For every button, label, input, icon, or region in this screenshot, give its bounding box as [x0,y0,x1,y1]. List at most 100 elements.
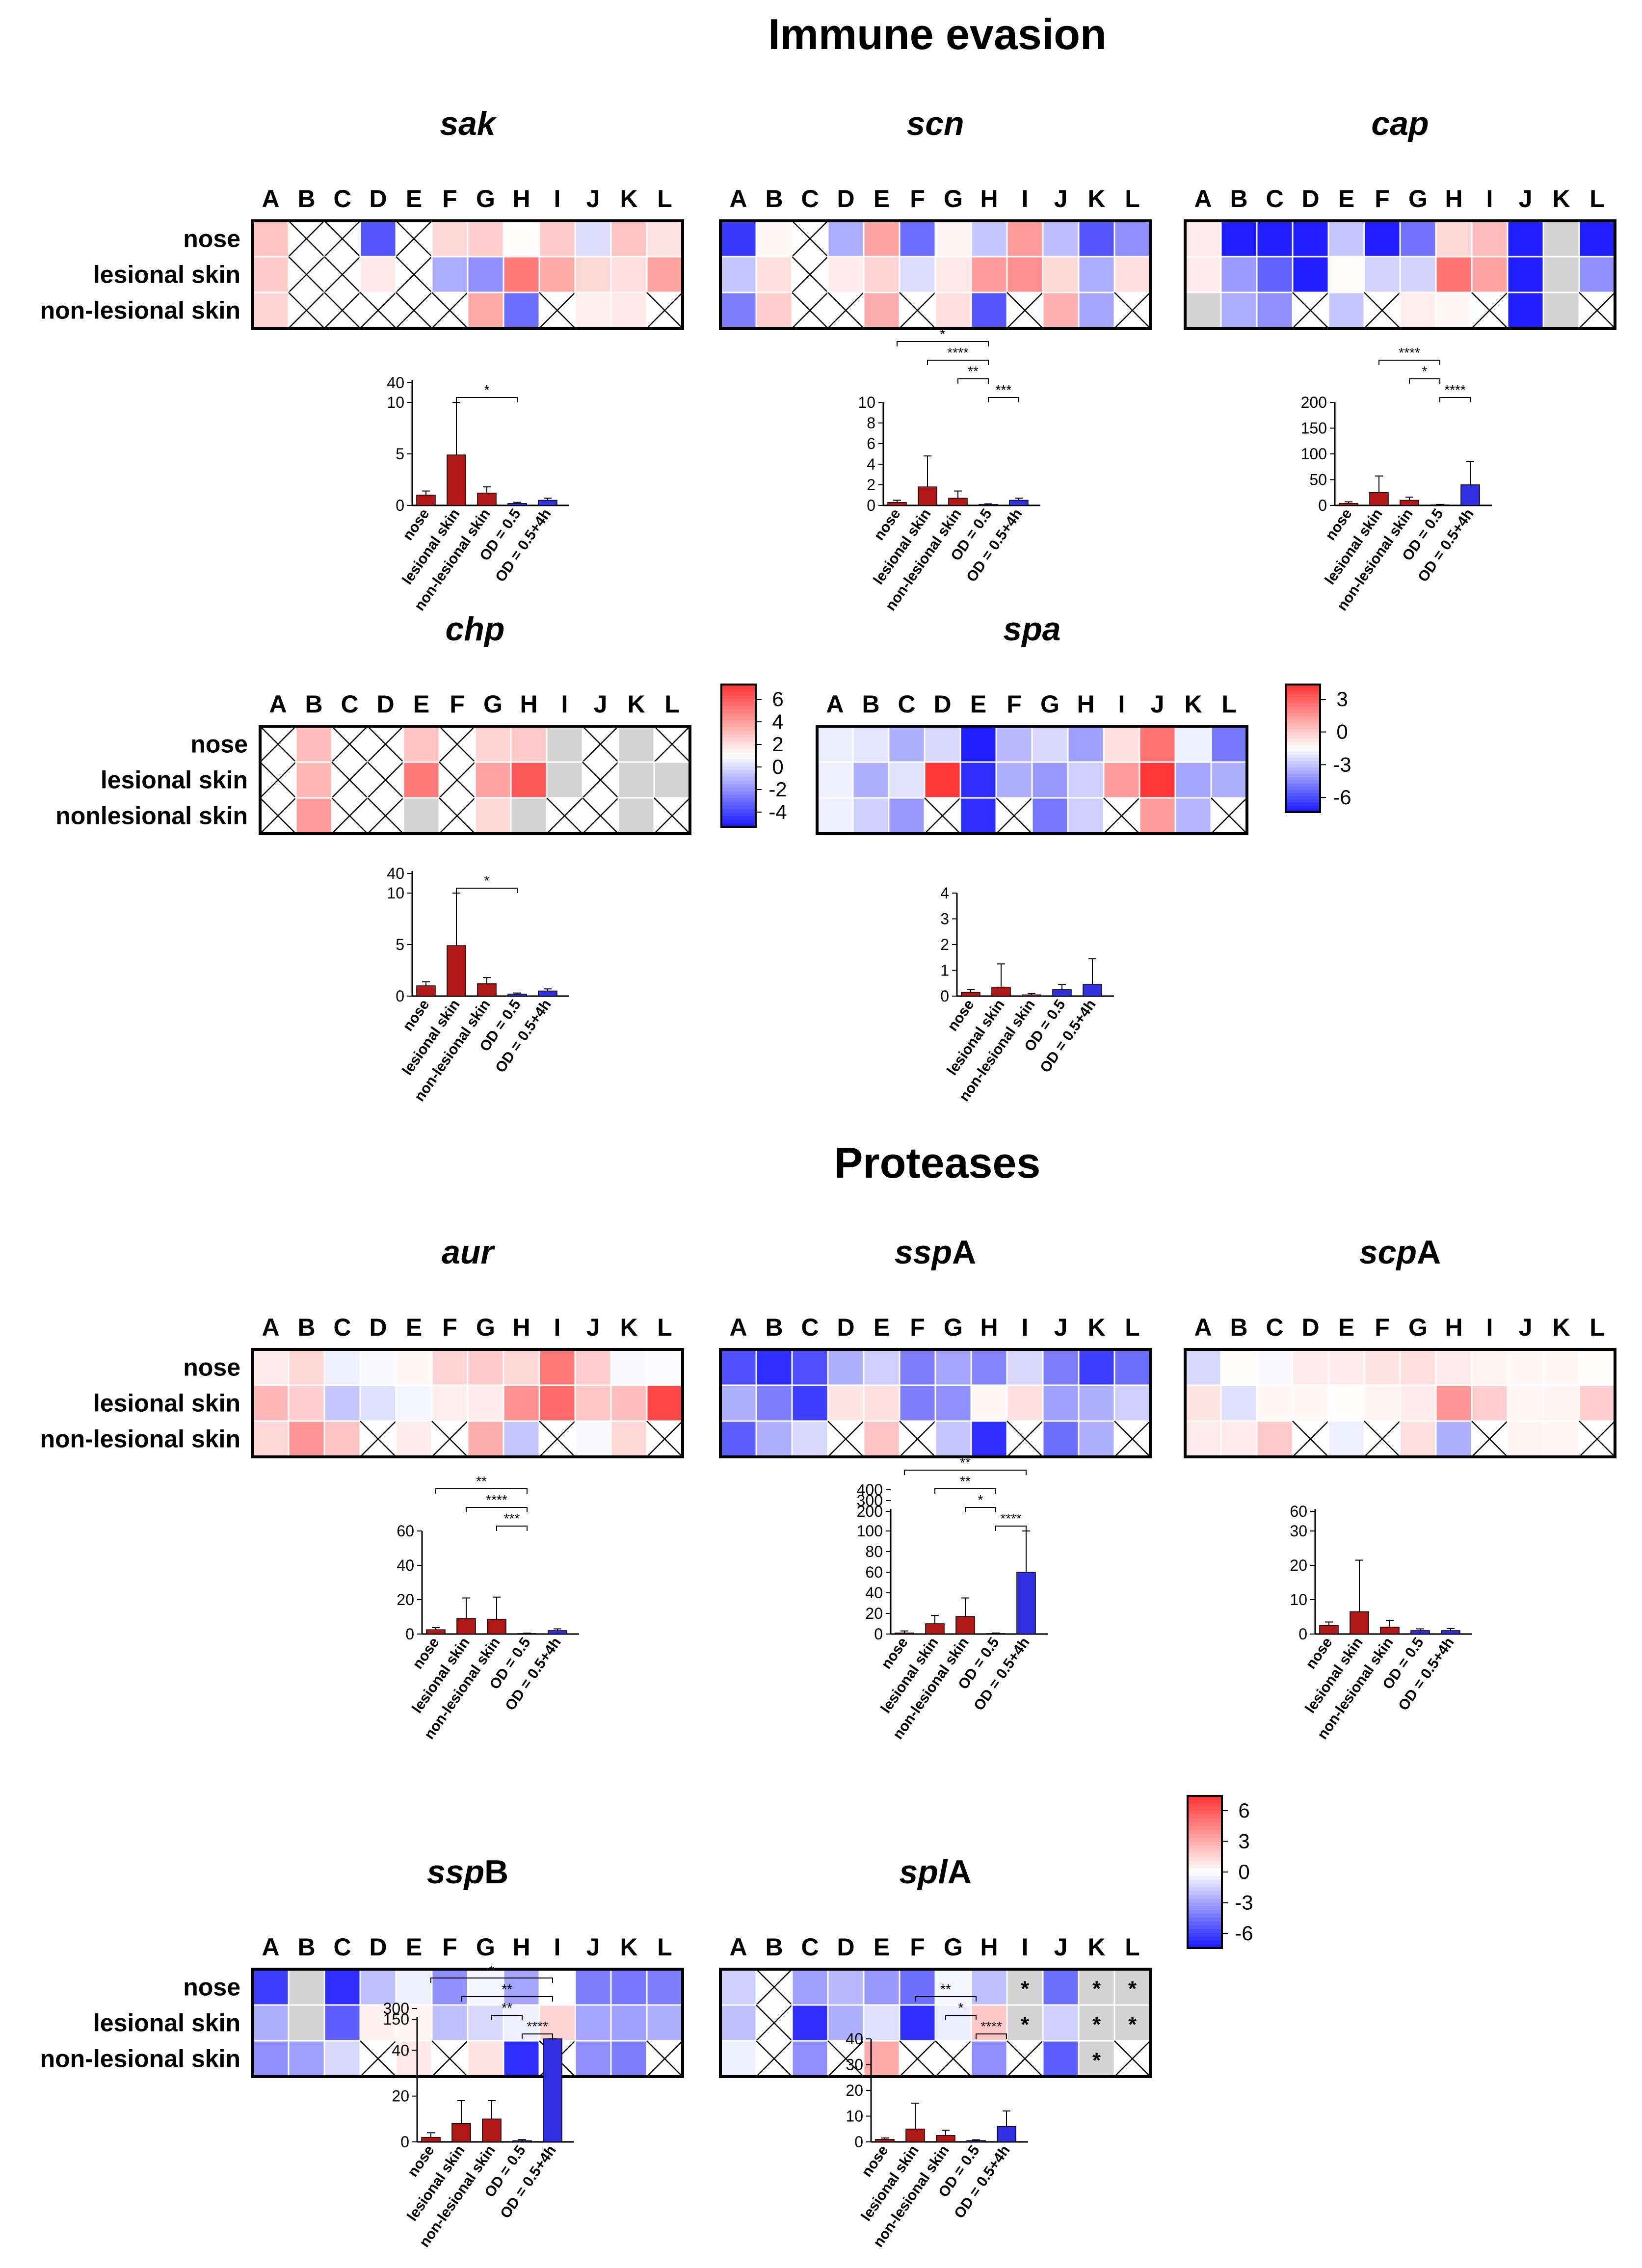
section-title-immune-evasion: Immune evasion [768,10,1107,58]
colorbar-step [721,759,756,764]
heatmap-title-splA: splA [899,1853,971,1891]
heatmap-cell [970,1348,1008,1386]
cell-mark: * [1021,2013,1030,2037]
heatmap-cell [1471,1384,1509,1422]
significance-bracket [945,2015,977,2020]
missing-cell-cross [1471,1421,1508,1457]
y-tick-label: 0 [940,987,949,1005]
heatmap-cell [431,1348,469,1386]
heatmap-cell [755,291,793,329]
heatmap-cell [467,256,504,293]
heatmap-cell [1210,761,1248,799]
heatmap-cell [538,1384,576,1422]
heatmap-cell [863,291,900,329]
column-label: D [837,1314,854,1341]
gene-italic: scp [1359,1234,1417,1271]
column-label: K [620,1933,637,1961]
significance-label: * [958,2000,964,2015]
y-tick-label: 5 [396,445,404,463]
missing-cell-cross [1364,1421,1401,1457]
heatmap-cell [1174,797,1212,835]
colorbar-step [1188,1845,1222,1850]
heatmap-cell [574,1968,612,2006]
colorbar-step [721,685,756,689]
bar [966,2140,986,2142]
heatmap-cell [1292,220,1329,258]
heatmap-cell [295,797,333,835]
colorbar-step [1286,700,1320,704]
significance-label: ** [502,1981,512,1997]
colorbar-step [1286,770,1320,774]
missing-cell-cross [1292,1421,1329,1457]
heatmap-cell [1507,1420,1544,1458]
gene-italic: aur [442,1234,495,1271]
heatmap-cell [816,761,854,799]
heatmap-cell [827,1348,865,1386]
column-label: H [1445,185,1462,212]
gene-italic: chp [446,610,505,648]
column-label: A [262,1933,279,1961]
heatmap-cell [1435,1420,1473,1458]
bar [925,1623,945,1635]
column-label: I [554,1314,561,1341]
y-tick-label: 2 [867,476,875,494]
column-label: G [476,1933,495,1961]
y-tick-label: 40 [846,2030,863,2048]
heatmap-cell [1507,220,1544,258]
colorbar-step [721,788,756,792]
colorbar-step [1286,758,1320,762]
colorbar-step [721,813,756,817]
y-tick-label: 0 [396,497,404,514]
heatmap-cell [288,2040,325,2078]
heatmap-cell [899,1968,936,2006]
bar [1369,492,1389,506]
colorbar-step [721,688,756,692]
missing-cell-cross [1579,1421,1616,1457]
heatmap-cell [323,1968,361,2006]
heatmap-cell [252,2004,290,2042]
heatmap-cell [934,1968,972,2006]
significance-bracket [995,1526,1027,1531]
colorbar-step [1286,687,1320,691]
heatmap-cell [1507,1348,1544,1386]
heatmap-cell [1113,1348,1151,1386]
heatmap-cell [395,1420,433,1458]
colorbar-step [721,819,756,824]
colorbar-step [1188,1879,1222,1884]
colorbar-step [721,780,756,785]
heatmap-cell [617,761,655,799]
colorbar-step [721,702,756,707]
heatmap-border [816,725,1248,835]
bar [887,501,907,506]
heatmap-cell [510,761,548,799]
heatmap-border [1184,219,1616,330]
bar [961,992,980,997]
colorbar-step [1188,1940,1222,1945]
heatmap-cell [1006,256,1044,293]
bar [548,1630,567,1635]
colorbar-step [1188,1918,1222,1922]
column-label: K [1552,185,1570,212]
missing-cell-cross [331,726,368,763]
heatmap-cell [791,2004,829,2042]
heatmap-cell [252,256,290,293]
gene-suffix: A [1417,1234,1441,1271]
gene-suffix: A [952,1234,976,1271]
column-label: E [874,1314,890,1341]
colorbar-step [1286,793,1320,797]
y-tick-label: 150 [1301,420,1327,437]
colorbar-step [1286,802,1320,806]
column-label: G [944,185,963,212]
column-label: E [874,185,890,212]
heatmap-cell [1435,256,1473,293]
y-tick-label: 50 [1309,471,1327,489]
column-label: B [305,690,322,718]
column-label: F [442,1314,457,1341]
colorbar-step [1188,1925,1222,1930]
colorbar-step [1286,716,1320,720]
heatmap-cell [934,220,972,258]
heatmap-cell [1471,1348,1509,1386]
heatmap-cell [288,2004,325,2042]
